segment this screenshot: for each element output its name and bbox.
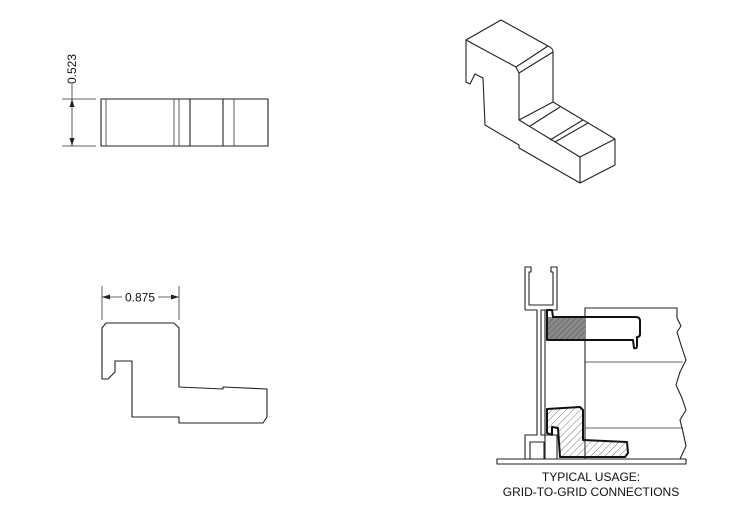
width-dimension: 0.875: [101, 286, 180, 320]
usage-caption-line1: TYPICAL USAGE:: [542, 470, 640, 484]
lower-clip-section: [546, 406, 629, 458]
usage-view: TYPICAL USAGE: GRID-TO-GRID CONNECTIONS: [496, 266, 687, 499]
arrow-up-icon: [69, 99, 75, 107]
upper-clip-section: [546, 309, 641, 350]
isometric-view: [465, 19, 616, 184]
side-profile-view: 0.875: [101, 286, 268, 424]
usage-caption-line2: GRID-TO-GRID CONNECTIONS: [503, 485, 679, 499]
grid-tee-profile: [524, 266, 558, 460]
arrow-right-icon: [171, 294, 179, 300]
arrow-left-icon: [102, 294, 110, 300]
height-dimension: 0.523: [62, 54, 96, 147]
dimension-label-0523: 0.523: [65, 54, 79, 84]
arrow-down-icon: [69, 138, 75, 146]
top-view: 0.523: [62, 54, 269, 147]
dimension-label-0875: 0.875: [125, 291, 155, 305]
